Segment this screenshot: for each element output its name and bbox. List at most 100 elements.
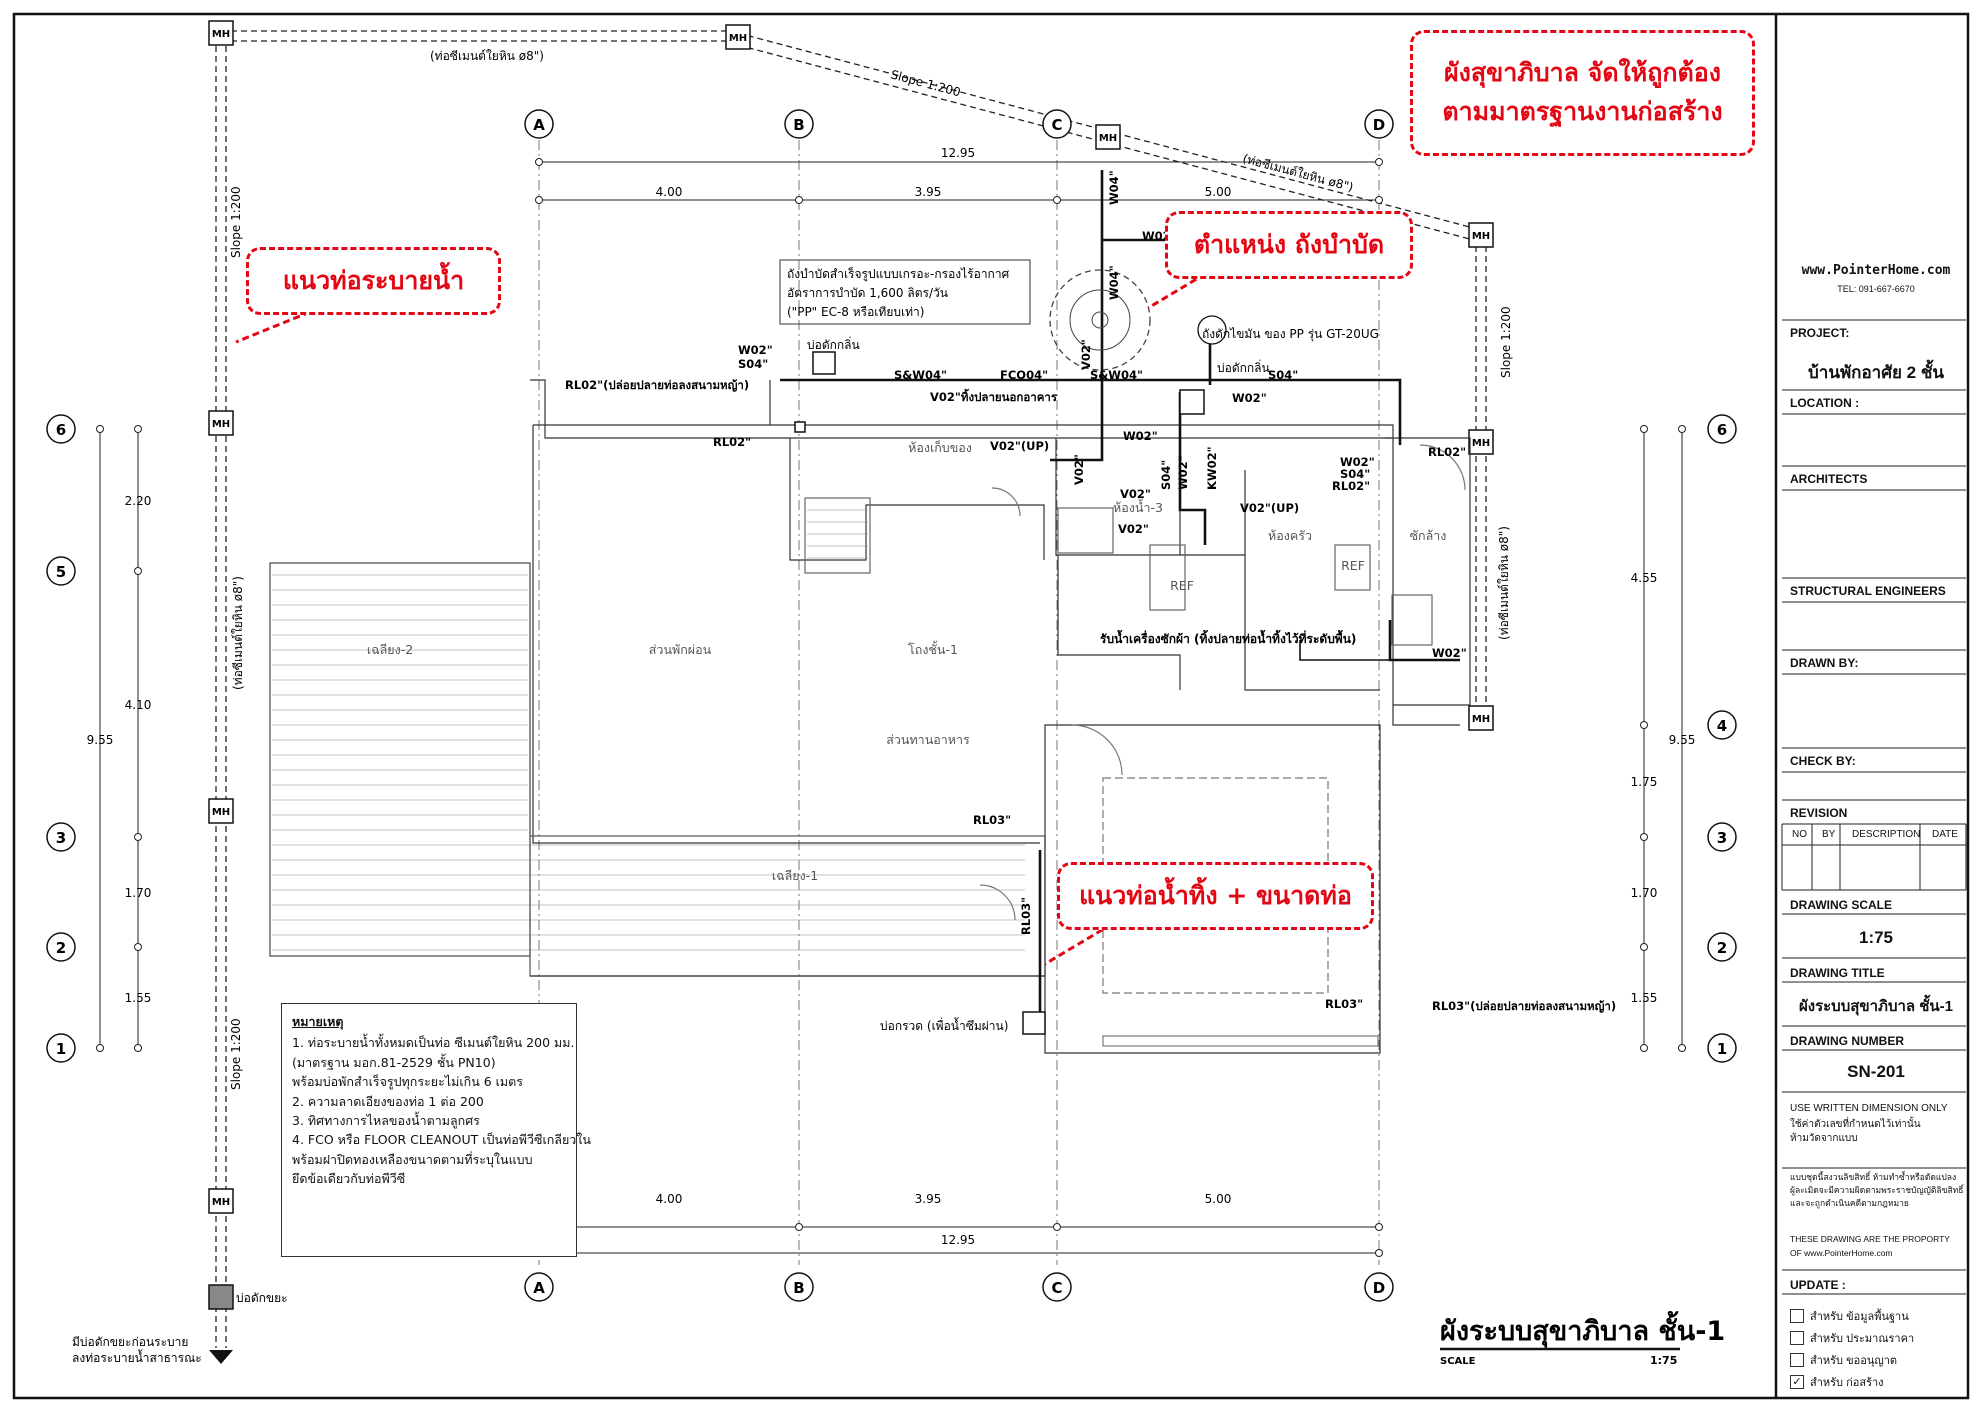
dim-bottom-3: 5.00 — [1205, 1192, 1232, 1206]
room-living: ส่วนพักผ่อน — [649, 642, 712, 657]
notes-line: 2. ความลาดเอียงของท่อ 1 ต่อ 200 — [292, 1093, 484, 1109]
rl03-label-3: RL03" — [1019, 897, 1033, 935]
grid-row-5: 5 — [56, 563, 66, 581]
tb-rev-col-desc: DESCRIPTION — [1852, 829, 1921, 840]
grid-row-1: 1 — [56, 1040, 66, 1058]
tb-update-row[interactable]: สำหรับ ข้อมูลพื้นฐาน — [1784, 1305, 1968, 1327]
tb-project-value: บ้านพักอาศัย 2 ชั้น — [1807, 363, 1945, 382]
plan-scale-label: SCALE — [1440, 1356, 1476, 1367]
tank-note-3: ("PP" EC-8 หรือเทียบเท่า) — [787, 305, 924, 319]
dim-right-2: 1.75 — [1631, 775, 1658, 789]
tb-project-label: PROJECT: — [1790, 326, 1850, 340]
svg-text:MH: MH — [1472, 714, 1490, 725]
odor-pit-label: บ่อดักกลิ่น — [807, 336, 860, 352]
tb-update-row[interactable]: สำหรับ ขออนุญาต — [1784, 1349, 1968, 1371]
rain-leader-symbol — [794, 421, 806, 433]
notes-line: ยึดข้อเดียวกับท่อพีวีซี — [292, 1171, 406, 1186]
dimension-lines — [96, 158, 1686, 1257]
rl03-note: RL03"(ปล่อยปลายท่อลงสนามหญ้า) — [1432, 999, 1616, 1013]
tb-update-row[interactable]: ✓สำหรับ ก่อสร้าง — [1784, 1371, 1968, 1393]
svg-text:MH: MH — [212, 807, 230, 818]
dim-top-2: 3.95 — [915, 185, 942, 199]
callout-tank-position: ตำแหน่ง ถังบำบัด — [1165, 211, 1413, 279]
odor-pit2-symbol — [1179, 389, 1205, 415]
checkbox-icon[interactable] — [1790, 1353, 1804, 1367]
checkbox-icon[interactable] — [1790, 1331, 1804, 1345]
w02-label-4: W02" — [1340, 455, 1375, 469]
grid-col-d: D — [1373, 116, 1385, 134]
gravel-pit-symbol — [1022, 1011, 1046, 1035]
callout-standard-line1: ผังสุขาภิบาล จัดให้ถูกต้อง — [1444, 58, 1721, 88]
tb-update-text: สำหรับ ประมาณราคา — [1810, 1333, 1915, 1345]
dim-right-3: 1.70 — [1631, 886, 1658, 900]
rl02-label-1: RL02" — [713, 435, 751, 449]
notes-line: (มาตรฐาน มอก.81-2529 ชั้น PN10) — [292, 1054, 496, 1070]
tb-update-list: สำหรับ ข้อมูลพื้นฐาน สำหรับ ประมาณราคา ส… — [1784, 1305, 1968, 1393]
grid-row-4-right: 4 — [1717, 717, 1727, 735]
building-plan — [269, 379, 1471, 1054]
grease-trap-label: ถังดักไขมัน ของ PP รุ่น GT-20UG — [1202, 327, 1379, 342]
manhole: MH — [725, 24, 751, 50]
w02-label-3: W02" — [1232, 391, 1267, 405]
notes-line: พร้อมบ่อพักสำเร็จรูปทุกระยะไม่เกิน 6 เมต… — [292, 1074, 523, 1090]
tank-note-box — [779, 259, 1031, 325]
w04-label: W04" — [1107, 170, 1121, 205]
rl02-note: RL02"(ปล่อยปลายท่อลงสนามหญ้า) — [565, 378, 749, 392]
svg-text:MH: MH — [212, 419, 230, 430]
w04-label-2: W04" — [1107, 265, 1121, 300]
s04-label-3: S04" — [1340, 467, 1370, 481]
manhole: MH — [208, 410, 234, 436]
grid-col-c: C — [1051, 116, 1062, 134]
tb-scale-label: DRAWING SCALE — [1790, 898, 1892, 912]
tb-copyright-th3: และจะถูกดำเนินคดีตามกฎหมาย — [1790, 1198, 1909, 1208]
dim-left-3: 1.70 — [125, 886, 152, 900]
grease-trap-symbol — [1197, 315, 1227, 345]
grid-col-c-bottom: C — [1051, 1279, 1062, 1297]
room-terrace1: เฉลียง-1 — [772, 868, 818, 883]
checkbox-checked-icon[interactable]: ✓ — [1790, 1375, 1804, 1389]
titleblock: www.PointerHome.com TEL: 091-667-6670 PR… — [1784, 14, 1968, 1398]
tb-location-label: LOCATION : — [1790, 396, 1860, 410]
tb-architects-label: ARCHITECTS — [1790, 472, 1868, 486]
callout-waste-pipe-text: แนวท่อน้ำทิ้ง + ขนาดท่อ — [1079, 880, 1352, 910]
checkbox-icon[interactable] — [1790, 1309, 1804, 1323]
garbage-pit-symbol — [208, 1284, 234, 1310]
room-dining: ส่วนทานอาหาร — [886, 732, 970, 747]
dim-total-left: 9.55 — [87, 733, 114, 747]
notes-line: 1. ท่อระบายน้ำทั้งหมดเป็นท่อ ซีเมนต์ใยหิ… — [292, 1035, 575, 1051]
garbage-note-2: ลงท่อระบายน้ำสาธารณะ — [72, 1349, 202, 1365]
room-kitchen: ห้องครัว — [1268, 528, 1312, 543]
ref-label-2: REF — [1341, 558, 1365, 573]
grid-row-6: 6 — [56, 421, 66, 439]
notes-line: พร้อมฝาปิดทองเหลืองขนาดตามที่ระบุในแบบ — [292, 1151, 533, 1167]
tb-structural-label: STRUCTURAL ENGINEERS — [1790, 584, 1946, 598]
tb-copyright-th2: ผู้ละเมิดจะมีความผิดตามพระราชบัญญัติลิขส… — [1790, 1185, 1964, 1195]
tb-property-1: THESE DRAWING ARE THE PROPORTY — [1790, 1234, 1950, 1244]
tb-property-2: OF www.PointerHome.com — [1790, 1248, 1893, 1258]
svg-text:MH: MH — [1472, 231, 1490, 242]
room-storage: ห้องเก็บของ — [908, 440, 972, 455]
tank-note-2: อัตราการบำบัด 1,600 ลิตร/วัน — [787, 286, 948, 300]
tb-update-row[interactable]: สำหรับ ประมาณราคา — [1784, 1327, 1968, 1349]
tb-scale-value: 1:75 — [1858, 928, 1894, 947]
callout-leaders — [235, 266, 1216, 966]
tb-number-label: DRAWING NUMBER — [1790, 1034, 1904, 1048]
tb-written-en: USE WRITTEN DIMENSION ONLY — [1790, 1103, 1948, 1114]
fco04-label: FCO04" — [1000, 368, 1048, 382]
washer-note: รับน้ำเครื่องซักผ้า (ทิ้งปลายท่อน้ำทิ้งไ… — [1100, 629, 1356, 646]
garbage-note-1: มีบ่อดักขยะก่อนระบาย — [72, 1335, 188, 1349]
dim-total-right: 9.55 — [1669, 733, 1696, 747]
tb-check-label: CHECK BY: — [1790, 754, 1856, 768]
kw02-label: KW02" — [1205, 446, 1219, 490]
sheet-border — [12, 12, 1970, 1400]
v02-label-2: V02" — [1120, 487, 1151, 501]
grid-row-6-right: 6 — [1717, 421, 1727, 439]
garbage-pit-label: บ่อดักขยะ — [236, 1291, 288, 1305]
tb-title-label: DRAWING TITLE — [1790, 966, 1885, 980]
septic-tank-symbol — [1049, 269, 1151, 371]
tb-rev-col-no: NO — [1792, 829, 1807, 840]
titleblock-grid — [1781, 319, 1967, 1295]
manhole: MH — [1468, 222, 1494, 248]
grid-col-b: B — [793, 116, 804, 134]
dim-top-1: 4.00 — [656, 185, 683, 199]
